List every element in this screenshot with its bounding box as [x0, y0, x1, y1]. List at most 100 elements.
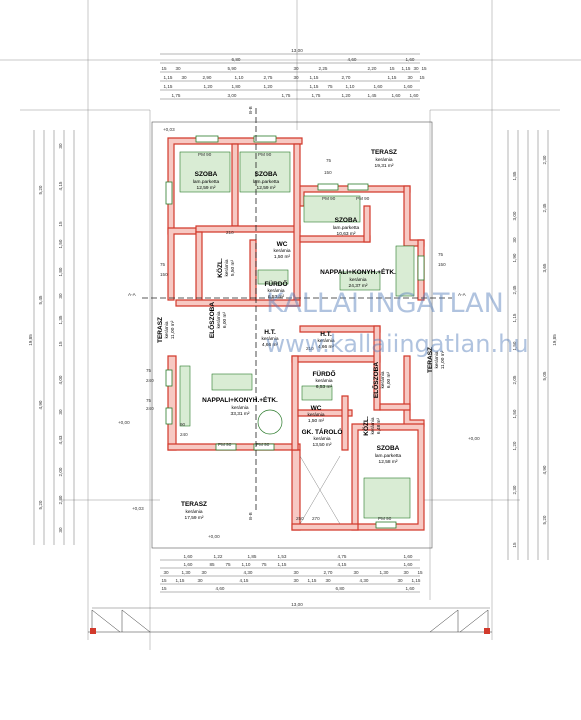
garage-hatch [299, 455, 341, 525]
svg-text:5,45: 5,45 [38, 295, 43, 304]
right-inner-chain: 1,85 3,00 30 1,90 2,45 1,15 1,50 2,05 1,… [512, 171, 517, 547]
svg-text:kerámia: kerámia [164, 321, 170, 338]
svg-text:10,63 m²: 10,63 m² [337, 231, 356, 237]
svg-text:30: 30 [325, 578, 331, 583]
svg-text:TERASZ: TERASZ [427, 347, 434, 373]
svg-text:2,25: 2,25 [319, 66, 328, 71]
svg-text:1,60: 1,60 [374, 84, 383, 89]
svg-text:4,66 m²: 4,66 m² [262, 342, 279, 348]
svg-text:15: 15 [419, 75, 425, 80]
svg-text:30: 30 [163, 570, 169, 575]
svg-text:5,20: 5,20 [38, 500, 43, 509]
svg-text:6,53 m²: 6,53 m² [316, 384, 333, 390]
svg-text:1,75: 1,75 [282, 93, 291, 98]
top-row2: 15 30 5,90 30 2,25 2,20 15 1,15 30 15 [161, 66, 427, 71]
svg-text:+0,00: +0,00 [208, 534, 220, 539]
svg-text:4,90: 4,90 [542, 465, 547, 474]
svg-text:PM 90: PM 90 [256, 442, 270, 447]
svg-text:15: 15 [389, 66, 395, 71]
svg-text:kerámia: kerámia [317, 338, 334, 344]
svg-text:30: 30 [413, 66, 419, 71]
dim-top-total: 13,00 [291, 48, 303, 53]
dim-right-total: 19,85 [552, 334, 557, 346]
svg-text:FÜRDŐ: FÜRDŐ [264, 279, 287, 288]
bottom-fence-elevation [88, 609, 492, 634]
svg-text:15: 15 [58, 341, 63, 347]
left-outer-chain: 5,20 5,45 4,90 5,20 [38, 185, 43, 509]
svg-text:1,60: 1,60 [410, 93, 419, 98]
svg-text:240: 240 [146, 378, 154, 383]
section-bb-top: B-B [248, 106, 253, 114]
svg-text:15: 15 [161, 66, 167, 71]
exterior-wall-right-lower [403, 355, 425, 427]
svg-text:kerámia: kerámia [370, 417, 376, 434]
svg-text:kerámia: kerámia [273, 248, 290, 254]
svg-text:kerámia: kerámia [349, 277, 366, 283]
right-outer-chain: 2,30 2,45 3,65 5,05 4,90 5,20 [542, 155, 547, 524]
window-top-3 [317, 183, 339, 191]
svg-text:kerámia: kerámia [231, 405, 248, 411]
interior-wall-13 [297, 409, 353, 417]
svg-text:1,60: 1,60 [404, 562, 413, 567]
svg-text:TERASZ: TERASZ [157, 317, 164, 343]
window-left-2 [165, 369, 173, 387]
svg-text:1,20: 1,20 [342, 93, 351, 98]
top-row3: 1,15 30 2,90 1,10 2,75 30 1,15 2,70 1,15… [164, 75, 425, 80]
svg-text:4,30: 4,30 [244, 570, 253, 575]
interior-wall-5 [249, 239, 257, 301]
interior-wall-4 [195, 231, 203, 301]
svg-text:1,75: 1,75 [172, 93, 181, 98]
svg-text:15: 15 [512, 542, 517, 548]
svg-text:11,00 m²: 11,00 m² [170, 320, 176, 339]
svg-text:5,50 m²: 5,50 m² [230, 259, 236, 276]
svg-text:1,20: 1,20 [204, 84, 213, 89]
svg-text:30: 30 [407, 75, 413, 80]
svg-text:+0,03: +0,03 [132, 506, 144, 511]
svg-text:kerámia: kerámia [185, 509, 202, 515]
svg-text:1,30: 1,30 [182, 570, 191, 575]
svg-text:lam.parketta: lam.parketta [193, 179, 220, 185]
svg-text:2,30: 2,30 [512, 485, 517, 494]
svg-text:150: 150 [160, 272, 168, 277]
svg-text:1,50 m²: 1,50 m² [308, 418, 325, 424]
svg-text:210: 210 [306, 346, 314, 351]
right-dimension-lines [507, 130, 549, 560]
svg-text:lam.parketta: lam.parketta [253, 179, 280, 185]
svg-text:4,15: 4,15 [58, 181, 63, 190]
svg-text:PM 90: PM 90 [378, 516, 392, 521]
svg-text:1,15: 1,15 [310, 75, 319, 80]
svg-text:150: 150 [324, 170, 332, 175]
top-row5: 1,75 3,00 1,75 1,75 1,20 1,45 1,60 1,60 [172, 93, 419, 98]
svg-text:30: 30 [58, 143, 63, 149]
svg-text:1,75: 1,75 [312, 93, 321, 98]
svg-text:1,15: 1,15 [402, 66, 411, 71]
svg-text:NAPPALI+KONYH.+ÉTK.: NAPPALI+KONYH.+ÉTK. [320, 267, 396, 276]
svg-text:90: 90 [180, 422, 186, 427]
interior-wall-2 [195, 225, 301, 233]
svg-text:250: 250 [296, 516, 304, 521]
svg-text:30: 30 [58, 409, 63, 415]
svg-text:75: 75 [327, 84, 333, 89]
bed-3 [303, 195, 361, 223]
svg-text:4,00: 4,00 [58, 375, 63, 384]
svg-text:3,65: 3,65 [542, 263, 547, 272]
interior-wall-8 [175, 299, 301, 307]
svg-text:lam.parketta: lam.parketta [333, 225, 360, 231]
bottom-row4: 15 1,15 30 4,15 30 1,15 30 4,30 30 1,15 [161, 578, 420, 583]
svg-text:kerámia: kerámia [315, 378, 332, 384]
svg-text:30: 30 [293, 570, 299, 575]
svg-text:1,50: 1,50 [512, 409, 517, 418]
svg-text:5,05: 5,05 [542, 371, 547, 380]
interior-wall-7 [363, 205, 371, 243]
svg-text:PM 90: PM 90 [356, 196, 370, 201]
window-bottom-2 [253, 443, 275, 451]
svg-text:15: 15 [161, 586, 167, 591]
svg-text:1,53: 1,53 [278, 554, 287, 559]
wall-garage-bottom [291, 523, 359, 531]
